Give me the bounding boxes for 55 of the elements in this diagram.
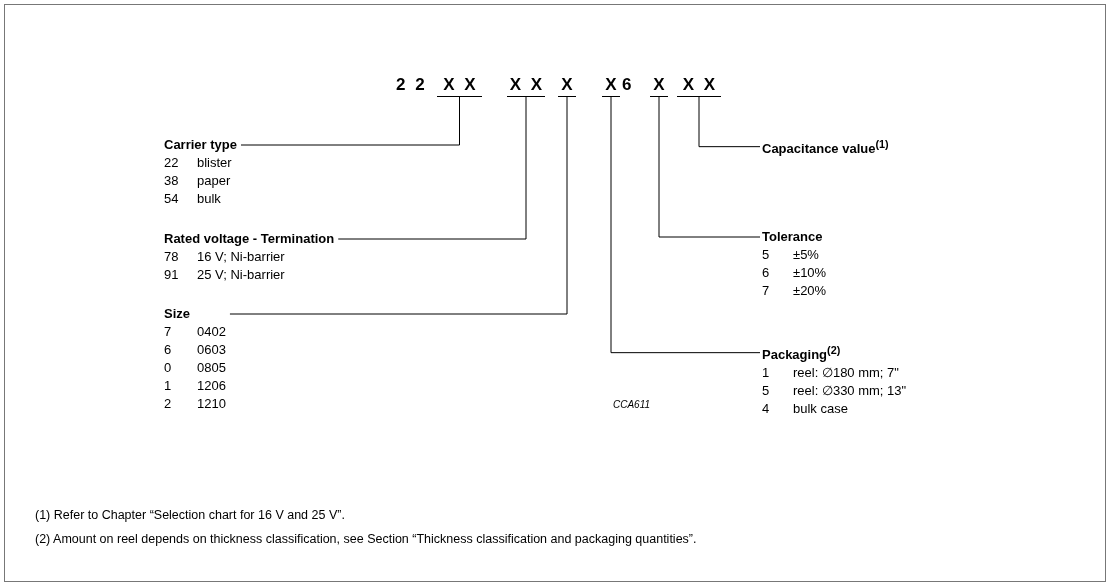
option-description: 0603 bbox=[197, 341, 226, 359]
field-heading: Rated voltage - Termination bbox=[164, 230, 335, 248]
option-code: 5 bbox=[762, 382, 771, 401]
underlined-code-characters: X bbox=[602, 74, 620, 97]
option-code: 6 bbox=[164, 341, 173, 359]
leader-line bbox=[698, 96, 761, 148]
field-heading: Tolerance bbox=[762, 228, 823, 246]
underlined-code-characters: X X bbox=[437, 74, 482, 97]
option-description: ±10% bbox=[793, 264, 827, 282]
option-code: 54 bbox=[164, 190, 180, 208]
part-number-digit: 6 bbox=[622, 74, 632, 96]
footnote: (2) Amount on reel depends on thickness classification, see Section “Thickness classification and packaging quantities”. bbox=[35, 532, 697, 546]
field-heading: Carrier type bbox=[164, 136, 237, 154]
option-description: 0402 bbox=[197, 323, 226, 341]
leader-line bbox=[658, 96, 761, 238]
option-description: 16 V; Ni-barrier bbox=[197, 248, 285, 266]
underlined-code-characters: X X bbox=[507, 74, 545, 97]
option-code: 38 bbox=[164, 172, 180, 190]
option-description: 1210 bbox=[197, 395, 226, 413]
option-code: 5 bbox=[762, 246, 771, 264]
option-code: 6 bbox=[762, 264, 771, 282]
footnote: (1) Refer to Chapter “Selection chart for 16 V and 25 V”. bbox=[35, 508, 345, 522]
option-description: 0805 bbox=[197, 359, 226, 377]
drawing-code: CCA611 bbox=[613, 399, 651, 410]
option-description: reel: ∅330 mm; 13" bbox=[793, 382, 907, 401]
option-code: 2 bbox=[164, 395, 173, 413]
option-description: 1206 bbox=[197, 377, 226, 395]
leader-line bbox=[610, 96, 761, 354]
option-description: reel: ∅180 mm; 7" bbox=[793, 364, 900, 383]
option-code: 7 bbox=[164, 323, 173, 341]
option-code: 1 bbox=[164, 377, 173, 395]
option-description: 25 V; Ni-barrier bbox=[197, 266, 285, 284]
leader-line bbox=[337, 96, 527, 240]
leader-line bbox=[229, 96, 568, 315]
field-heading: Size bbox=[164, 305, 190, 323]
option-code: 22 bbox=[164, 154, 180, 172]
option-code: 0 bbox=[164, 359, 173, 377]
option-description: ±5% bbox=[793, 246, 820, 264]
option-code: 1 bbox=[762, 364, 771, 383]
option-description: ±20% bbox=[793, 282, 827, 300]
underlined-code-characters: X X bbox=[677, 74, 721, 97]
option-code: 7 bbox=[762, 282, 771, 300]
option-code: 4 bbox=[762, 400, 771, 419]
option-code: 78 bbox=[164, 248, 180, 266]
part-number-digits: 2 2 bbox=[396, 74, 425, 96]
option-description: bulk case bbox=[793, 400, 849, 419]
option-description: paper bbox=[197, 172, 232, 190]
option-description: bulk bbox=[197, 190, 222, 208]
option-description: blister bbox=[197, 154, 232, 172]
field-heading: Packaging$^{(2)}$ bbox=[762, 343, 841, 365]
field-heading: Capacitance value$^{(1)}$ bbox=[762, 137, 889, 159]
leader-line bbox=[240, 96, 460, 146]
option-code: 91 bbox=[164, 266, 180, 284]
underlined-code-characters: X bbox=[558, 74, 576, 97]
underlined-code-characters: X bbox=[650, 74, 668, 97]
